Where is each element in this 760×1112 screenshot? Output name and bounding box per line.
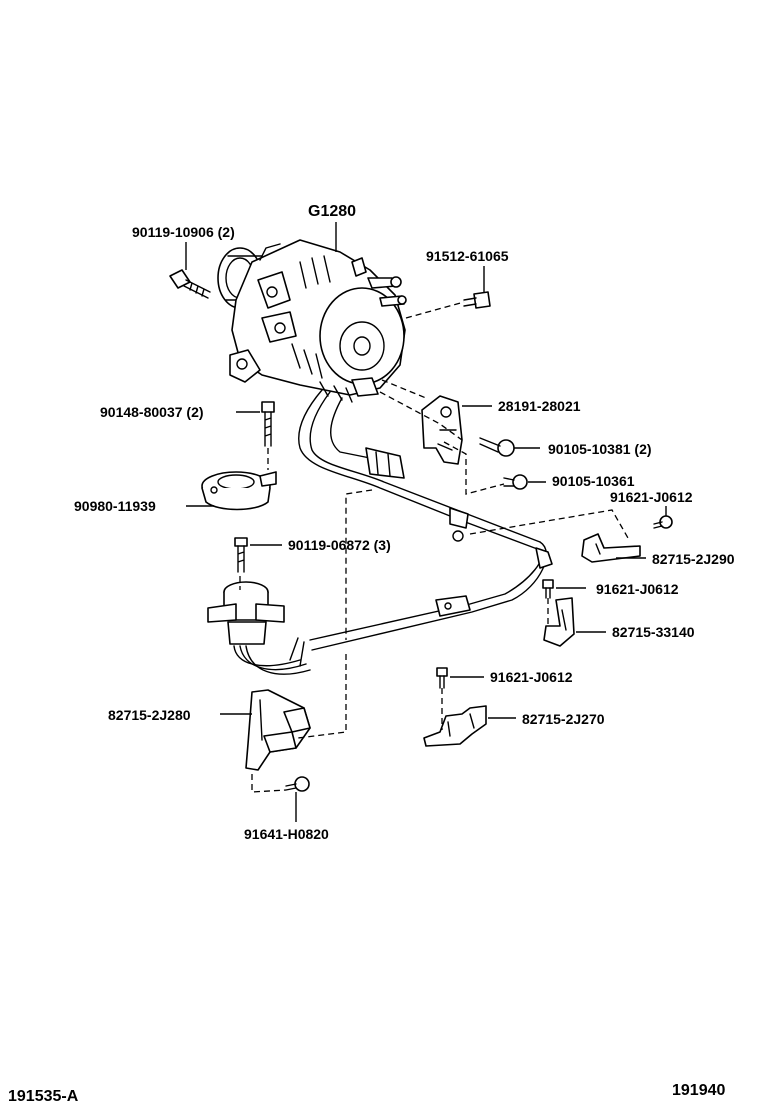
callout-bolt-bottom: 91641-H0820 xyxy=(244,826,329,842)
wire-harness xyxy=(289,389,553,667)
grommet-illustration xyxy=(201,471,277,511)
callout-clamp-left: 82715-2J280 xyxy=(108,707,191,723)
callout-bolt-top-right: 91512-61065 xyxy=(426,248,509,264)
callout-clamp-right-1: 82715-2J290 xyxy=(652,551,735,567)
bolt-91641-H0820-icon xyxy=(285,776,310,792)
bracket-28191-illustration xyxy=(421,395,463,465)
callout-bolt-mid-1: 90105-10381 (2) xyxy=(548,441,652,457)
clamp-82715-2J290-illustration xyxy=(581,533,641,563)
sensor-illustration xyxy=(207,581,311,675)
callout-bolt-mid-2: 90105-10361 xyxy=(552,473,635,489)
callout-grommet: 90980-11939 xyxy=(74,498,156,514)
bolt-91621-J0612-a-icon xyxy=(653,515,673,529)
callout-bolt-sensor: 90119-06872 (3) xyxy=(288,537,391,553)
main-part-label: G1280 xyxy=(308,203,356,220)
callout-bolt-right-1: 91621-J0612 xyxy=(610,489,693,505)
bolt-90105-10361-icon xyxy=(503,474,528,490)
bolt-90105-10381-icon xyxy=(479,437,515,457)
bolt-91512-61065-icon xyxy=(463,291,491,309)
callout-bolt-top-left: 90119-10906 (2) xyxy=(132,224,235,240)
callout-bolt-left: 90148-80037 (2) xyxy=(100,404,204,420)
dashed-assembly-lines xyxy=(239,301,629,793)
callout-clamp-right-3: 82715-2J270 xyxy=(522,711,605,727)
clamp-82715-33140-illustration xyxy=(543,597,575,647)
bolt-90119-10906-icon xyxy=(169,269,211,299)
bolt-90119-06872-icon xyxy=(234,537,248,573)
footer-left-code: 191535-A xyxy=(8,1088,79,1105)
callout-bolt-right-3: 91621-J0612 xyxy=(490,669,573,685)
bolt-90148-80037-icon xyxy=(261,401,275,447)
callout-clamp-right-2: 82715-33140 xyxy=(612,624,695,640)
leader-lines xyxy=(185,222,667,822)
clamp-82715-2J270-illustration xyxy=(423,705,487,747)
alternator-illustration xyxy=(217,239,407,403)
clamp-82715-2J280-illustration xyxy=(245,689,311,771)
callout-bracket-mid: 28191-28021 xyxy=(498,398,581,414)
callout-bolt-right-2: 91621-J0612 xyxy=(596,581,679,597)
bolt-91621-J0612-c-icon xyxy=(436,667,448,689)
bolt-91621-J0612-b-icon xyxy=(542,579,554,599)
footer-right-code: 191940 xyxy=(672,1082,725,1099)
